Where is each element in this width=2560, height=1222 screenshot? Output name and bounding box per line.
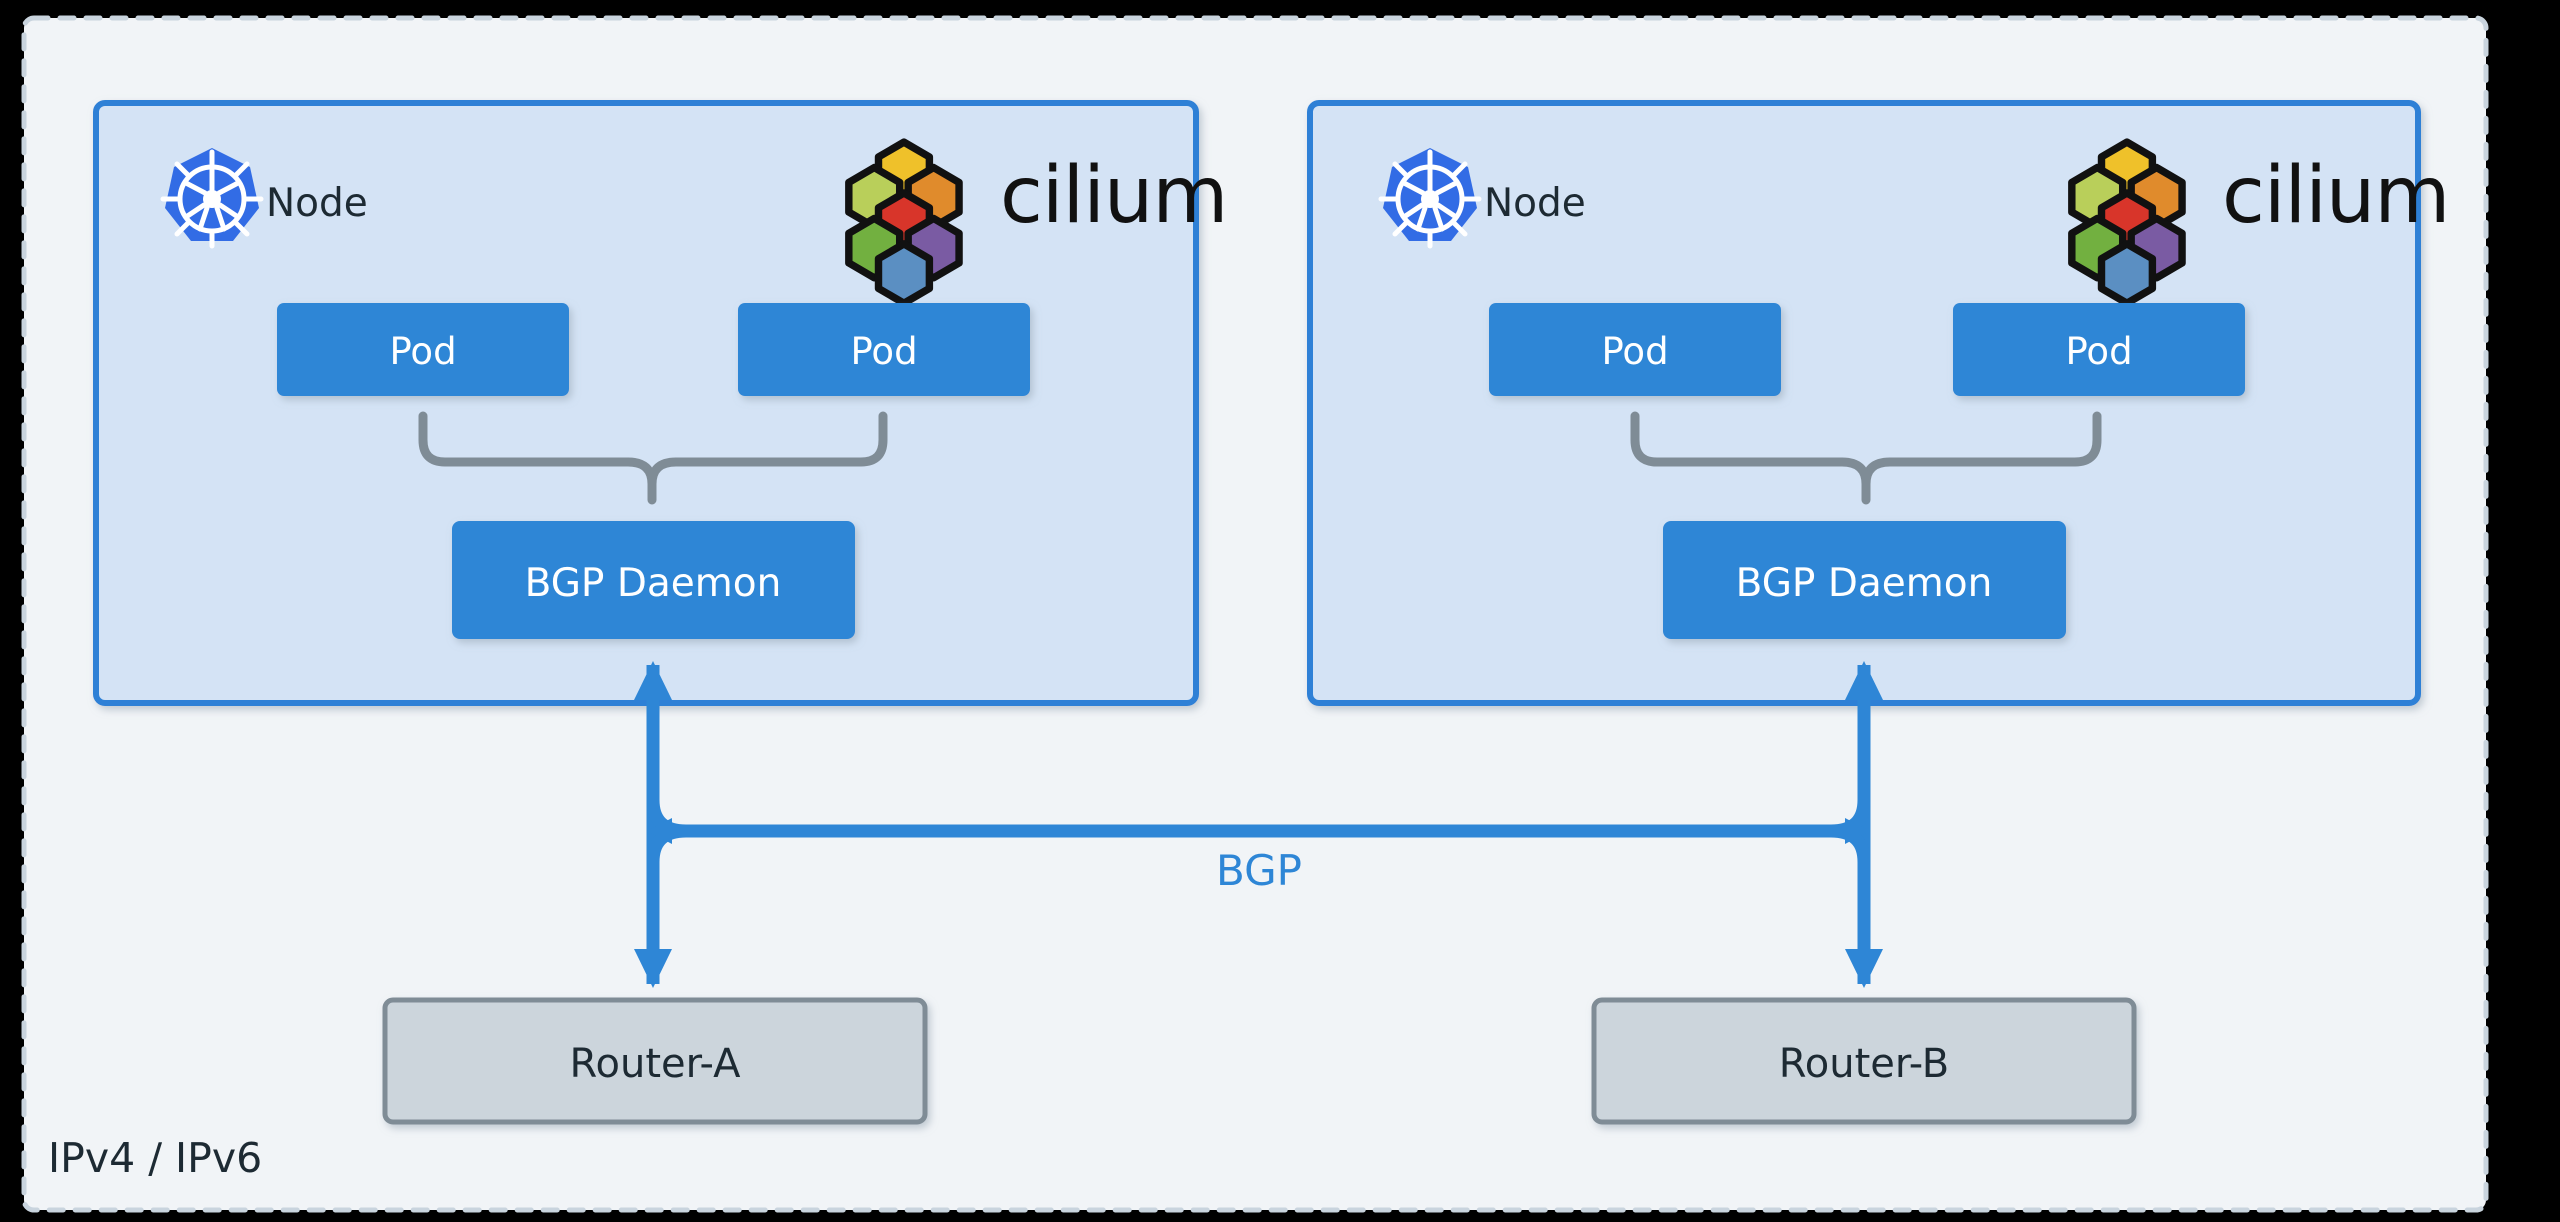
router-a-label: Router-A [570,1041,742,1087]
cilium-logo [845,138,963,307]
daemon-right-label: BGP Daemon [1736,561,1993,606]
daemon-left-rect [452,521,855,639]
pod-to-daemon-brace [418,411,888,505]
cilium-wordmark: cilium [1000,151,1227,241]
node-right-label: Node [1484,181,1586,226]
daemon-right-rect [1663,521,2066,639]
bgp-daemon-box[interactable]: BGP Daemon [452,521,855,639]
arrow-up-left [634,661,672,700]
bgp-link-label: BGP [1216,846,1302,895]
node-left-label: Node [266,181,368,226]
cilium-logo [2068,138,2186,307]
pod-to-daemon-brace [1630,411,2102,505]
pod-box[interactable]: Pod [1953,303,2245,396]
router-b-label: Router-B [1779,1041,1949,1087]
pod-left-1-label: Pod [389,330,456,373]
pod-left-1-rect [277,303,569,396]
arrow-up-right [1845,661,1883,700]
ip-family-label: IPv4 / IPv6 [48,1134,262,1182]
pod-box[interactable]: Pod [738,303,1030,396]
pod-right-2-rect [1953,303,2245,396]
pod-box[interactable]: Pod [1489,303,1781,396]
pod-right-2-label: Pod [2065,330,2132,373]
junction-arrow-right [1845,818,1870,844]
router-box[interactable]: Router-B [1591,997,2137,1125]
daemon-left-label: BGP Daemon [525,561,782,606]
kubernetes-icon [160,148,264,249]
kubernetes-icon [1378,148,1482,249]
router-a-rect [382,997,928,1125]
arrow-down-right [1845,949,1883,988]
pod-box[interactable]: Pod [277,303,569,396]
bgp-daemon-box[interactable]: BGP Daemon [1663,521,2066,639]
router-b-rect [1591,997,2137,1125]
pod-left-2-label: Pod [850,330,917,373]
cilium-wordmark: cilium [2222,151,2449,241]
bgp-link-horizontal-lower [646,824,1871,863]
pod-right-1-label: Pod [1601,330,1668,373]
junction-arrow-left [647,818,672,844]
pod-left-2-rect [738,303,1030,396]
pod-right-1-rect [1489,303,1781,396]
arrow-down-left [634,949,672,988]
router-box[interactable]: Router-A [382,997,928,1125]
